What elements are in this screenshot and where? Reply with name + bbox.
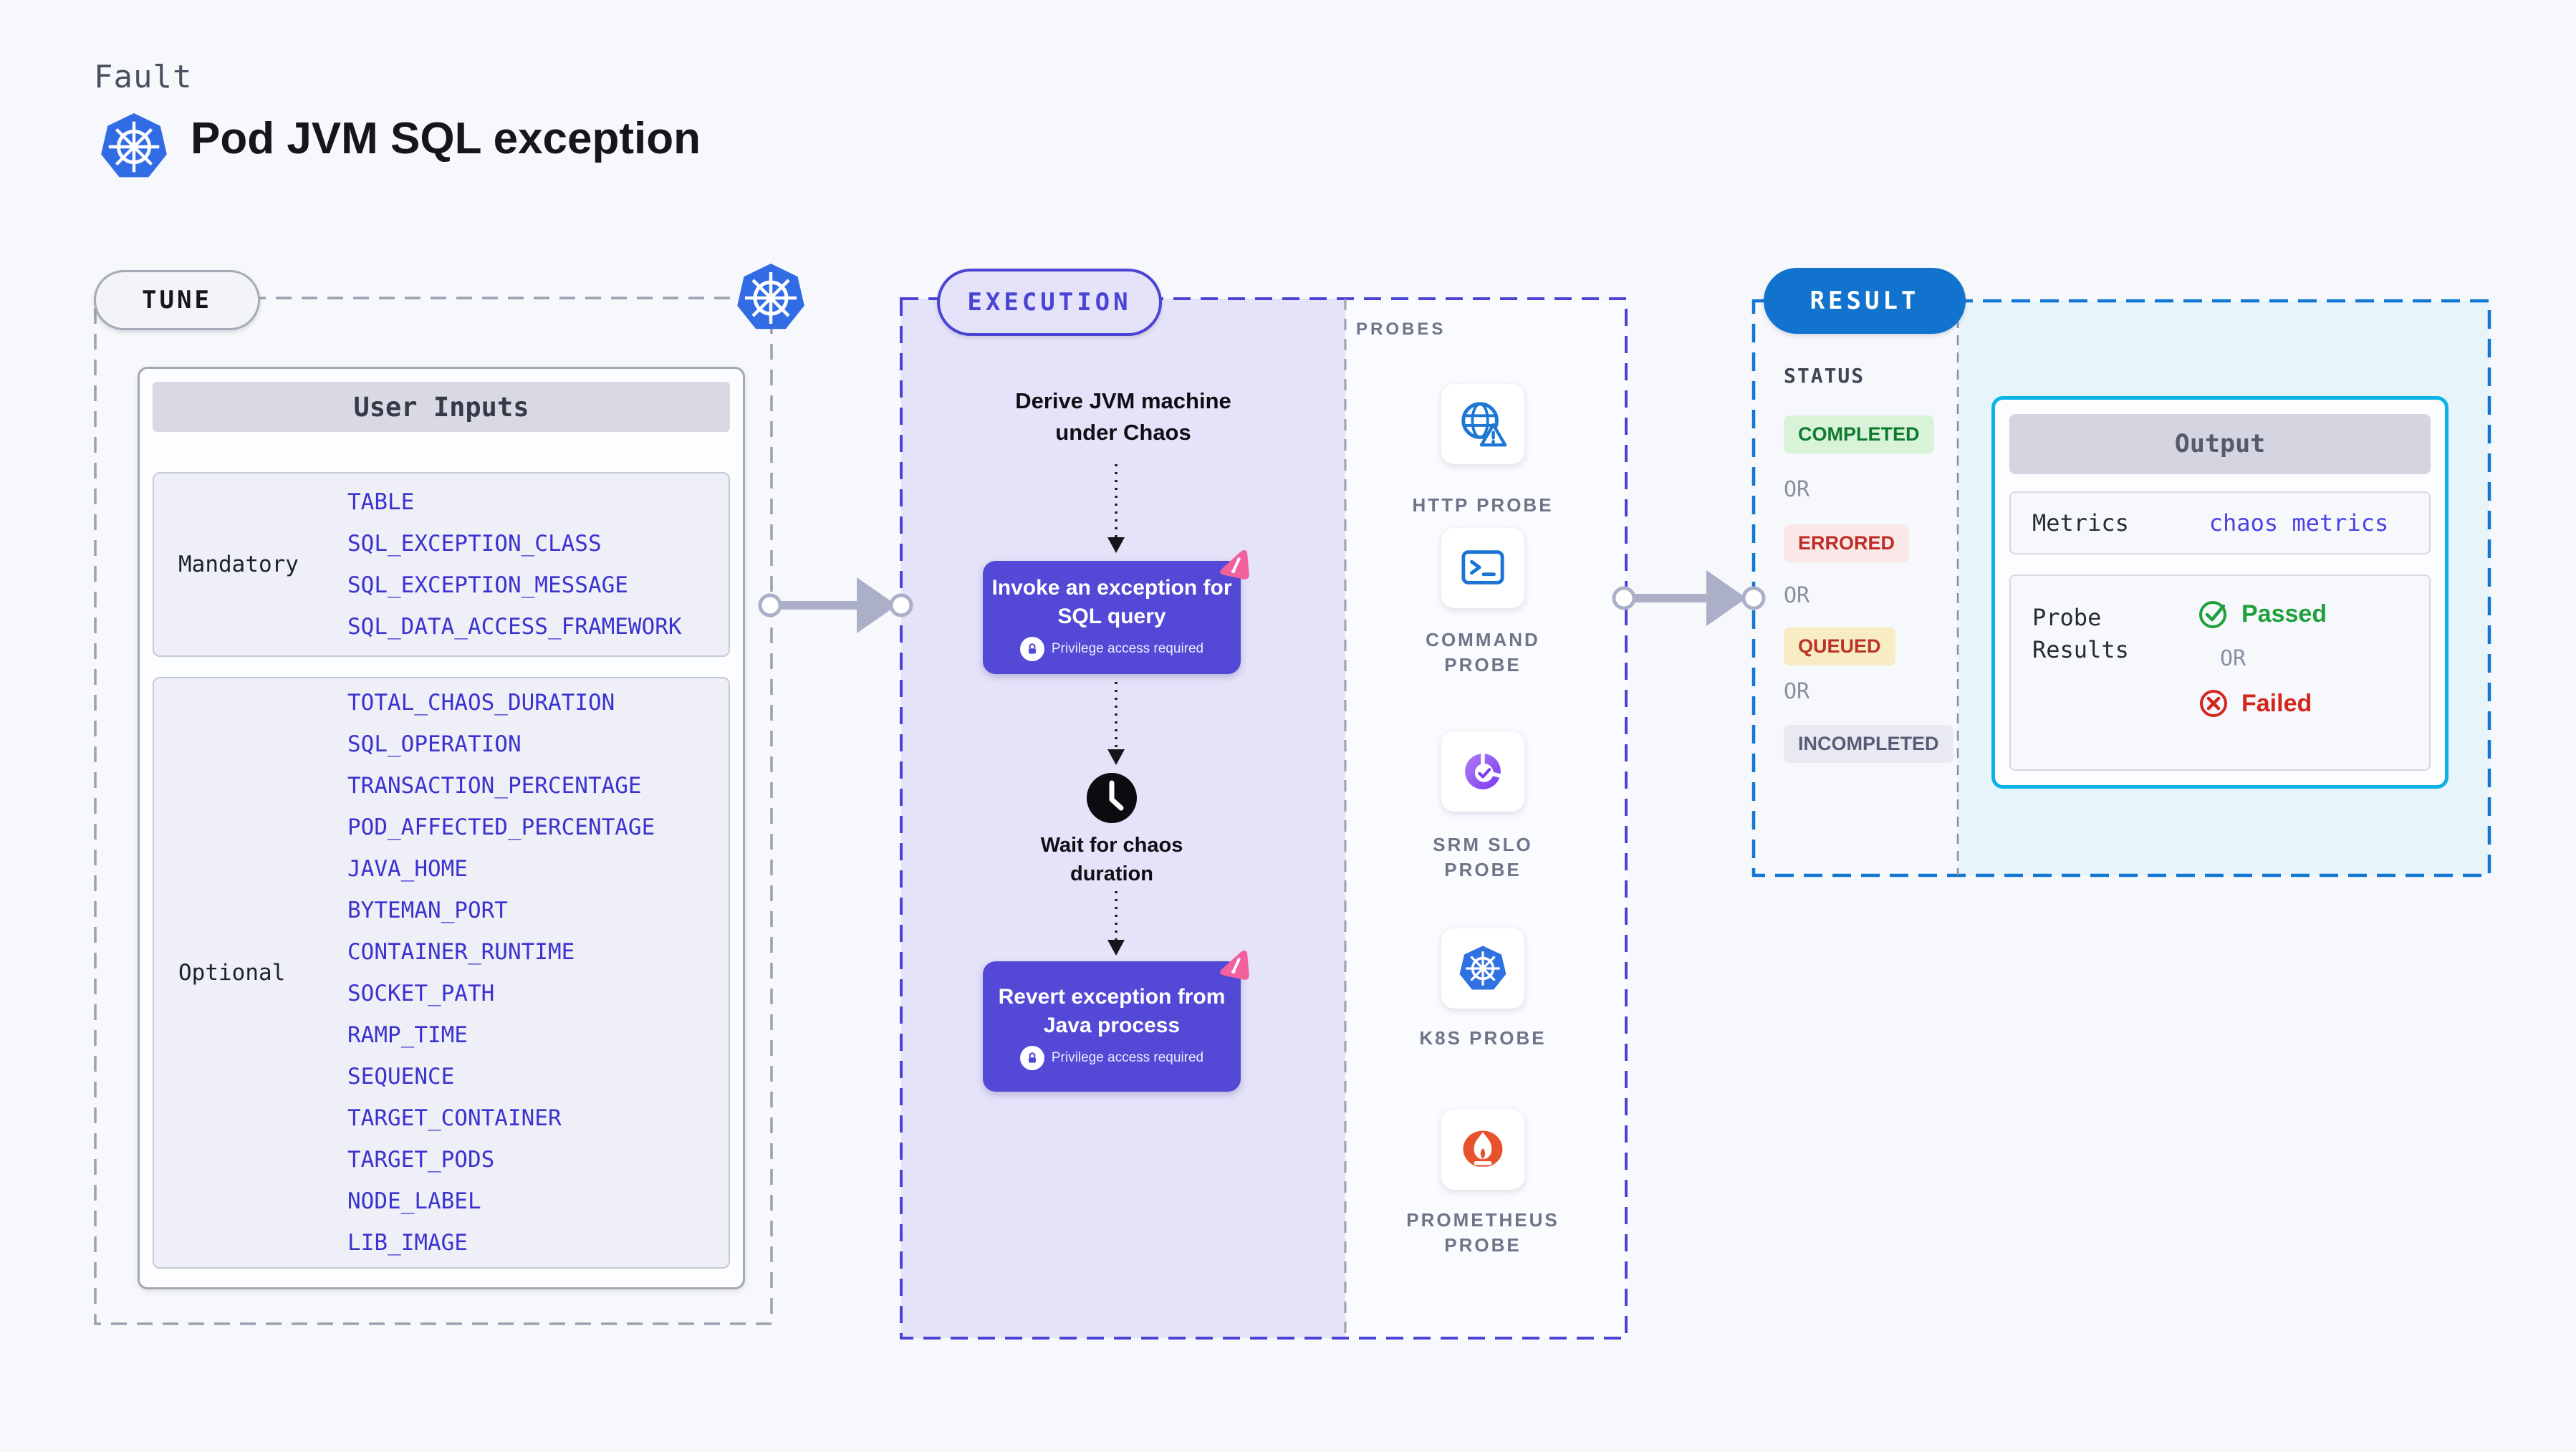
metrics-value: chaos metrics bbox=[2209, 509, 2389, 537]
execution-dashed-box bbox=[900, 297, 1628, 1340]
prometheus-probe-card bbox=[1441, 1110, 1524, 1190]
kubernetes-icon bbox=[101, 112, 167, 178]
terminal-icon bbox=[1461, 550, 1504, 585]
x-circle-icon bbox=[2200, 690, 2227, 717]
globe-alert-icon bbox=[1461, 402, 1507, 447]
status-badge-incompleted: INCOMPLETED bbox=[1784, 725, 1953, 763]
input-variable: SOCKET_PATH bbox=[347, 981, 495, 1006]
srm-slo-probe-card bbox=[1441, 731, 1524, 812]
privilege-badge: Privilege access required bbox=[1019, 1046, 1204, 1070]
input-variable: LIB_IMAGE bbox=[347, 1230, 468, 1256]
input-variable: SEQUENCE bbox=[347, 1064, 455, 1090]
input-variable: RAMP_TIME bbox=[347, 1022, 468, 1048]
probe-results-row: Probe Results Passed OR Failed bbox=[2009, 574, 2431, 771]
input-variable: JAVA_HOME bbox=[347, 856, 468, 882]
tune-to-execution-arrow bbox=[758, 577, 913, 633]
user-inputs-table: User Inputs Mandatory TABLE SQL_EXCEPTIO… bbox=[138, 367, 745, 1289]
lock-icon bbox=[1019, 1046, 1044, 1070]
input-variable: CONTAINER_RUNTIME bbox=[347, 939, 575, 965]
revert-step-title: Revert exception from Java process bbox=[998, 985, 1226, 1037]
privilege-label: Privilege access required bbox=[1051, 1050, 1204, 1065]
or-label: OR bbox=[1784, 583, 1810, 608]
slo-pie-check-icon bbox=[1465, 752, 1502, 789]
k8s-probe-card bbox=[1441, 928, 1524, 1009]
failed-result: Failed bbox=[2197, 687, 2429, 720]
status-badge-errored: ERRORED bbox=[1784, 524, 1910, 562]
user-inputs-title: User Inputs bbox=[153, 382, 730, 432]
execution-to-result-arrow bbox=[1612, 570, 1766, 626]
revert-exception-step: Revert exception from Java process Privi… bbox=[983, 951, 1249, 1092]
wait-step: Wait for chaos duration bbox=[1040, 834, 1183, 885]
derive-step: Derive JVM machine under Chaos bbox=[1015, 388, 1231, 445]
input-variable: POD_AFFECTED_PERCENTAGE bbox=[347, 814, 655, 840]
or-label: OR bbox=[2220, 646, 2246, 671]
probe-results-label: Probe Results bbox=[2032, 604, 2129, 663]
privilege-label: Privilege access required bbox=[1051, 641, 1204, 656]
invoke-step-title: Invoke an exception for SQL query bbox=[991, 576, 1232, 628]
input-variable: TARGET_PODS bbox=[347, 1147, 495, 1173]
status-heading: STATUS bbox=[1784, 364, 1865, 388]
input-variable: NODE_LABEL bbox=[347, 1188, 481, 1214]
or-label: OR bbox=[1784, 679, 1810, 704]
kubernetes-icon bbox=[737, 264, 804, 330]
mandatory-label: Mandatory bbox=[178, 552, 299, 577]
tab-tune: TUNE bbox=[94, 270, 260, 330]
privilege-badge: Privilege access required bbox=[1019, 637, 1204, 661]
input-variable: SQL_OPERATION bbox=[347, 731, 522, 757]
fault-eyebrow: Fault bbox=[94, 59, 193, 95]
probe-label: K8S PROBE bbox=[1419, 1027, 1547, 1049]
input-variable: SQL_EXCEPTION_MESSAGE bbox=[347, 572, 628, 598]
prometheus-icon bbox=[1463, 1130, 1503, 1170]
output-panel: Output Metrics chaos metrics Probe Resul… bbox=[1991, 396, 2448, 789]
input-variable: TRANSACTION_PERCENTAGE bbox=[347, 773, 642, 799]
metrics-row: Metrics chaos metrics bbox=[2009, 491, 2431, 554]
mandatory-section: Mandatory TABLE SQL_EXCEPTION_CLASS SQL_… bbox=[153, 472, 730, 657]
invoke-exception-step: Invoke an exception for SQL query Privil… bbox=[983, 550, 1249, 674]
page-title: Pod JVM SQL exception bbox=[191, 114, 701, 163]
probe-label: HTTP PROBE bbox=[1412, 494, 1554, 516]
status-badge-queued: QUEUED bbox=[1784, 628, 1895, 665]
input-variable: BYTEMAN_PORT bbox=[347, 898, 508, 923]
kubernetes-icon bbox=[1459, 946, 1506, 990]
metrics-label: Metrics bbox=[2032, 509, 2129, 537]
input-variable: TABLE bbox=[347, 489, 415, 515]
input-variable: SQL_DATA_ACCESS_FRAMEWORK bbox=[347, 614, 682, 640]
flow-step-arrows bbox=[1107, 464, 1125, 956]
lock-icon bbox=[1019, 637, 1044, 661]
output-title: Output bbox=[2009, 414, 2431, 474]
failed-label: Failed bbox=[2241, 689, 2312, 717]
probe-label: SRM SLO PROBE bbox=[1433, 834, 1533, 880]
probe-label: PROMETHEUS PROBE bbox=[1406, 1209, 1559, 1256]
input-variable: TOTAL_CHAOS_DURATION bbox=[347, 690, 615, 716]
input-variable: TARGET_CONTAINER bbox=[347, 1105, 562, 1131]
http-probe-card bbox=[1441, 384, 1524, 464]
optional-label: Optional bbox=[178, 960, 286, 986]
optional-section: Optional TOTAL_CHAOS_DURATION SQL_OPERAT… bbox=[153, 677, 730, 1269]
status-badge-completed: COMPLETED bbox=[1784, 415, 1934, 453]
passed-label: Passed bbox=[2241, 600, 2327, 628]
check-circle-icon bbox=[2199, 601, 2226, 628]
input-variable: SQL_EXCEPTION_CLASS bbox=[347, 531, 602, 557]
tune-dashed-box bbox=[94, 297, 773, 1325]
command-probe-card bbox=[1441, 528, 1524, 608]
tab-execution: EXECUTION bbox=[937, 269, 1162, 336]
tab-result: RESULT bbox=[1764, 268, 1966, 334]
or-label: OR bbox=[1784, 477, 1810, 502]
clock-icon bbox=[1087, 773, 1137, 823]
litmus-chaos-icon bbox=[1219, 951, 1249, 980]
litmus-chaos-icon bbox=[1219, 550, 1249, 580]
probes-heading: PROBES bbox=[1356, 319, 1446, 339]
passed-result: Passed bbox=[2197, 597, 2429, 630]
probe-label: COMMAND PROBE bbox=[1426, 629, 1540, 675]
